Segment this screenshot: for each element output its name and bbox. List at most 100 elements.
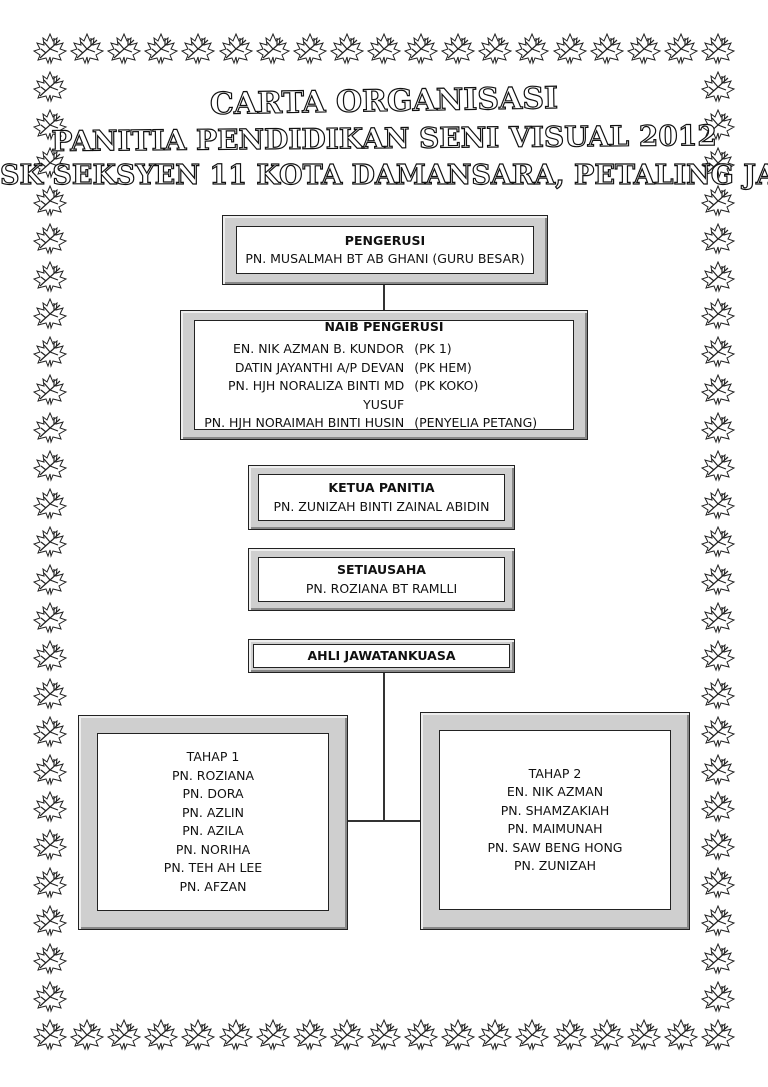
ketua-panitia-name: PN. ZUNIZAH BINTI ZAINAL ABIDIN	[273, 498, 490, 514]
tahap-1-member: PN. NORIHA	[175, 841, 251, 857]
tahap-1-member: PN. ROZIANA	[171, 767, 255, 783]
maple-leaf-icon	[106, 32, 142, 66]
maple-leaf-icon	[700, 753, 736, 787]
ahli-jawatankuasa-heading: AHLI JAWATANKUASA	[307, 647, 456, 663]
maple-leaf-icon	[700, 373, 736, 407]
tahap-2-member: PN. ZUNIZAH	[513, 858, 597, 873]
maple-leaf-icon	[69, 32, 105, 66]
tahap-2-member: PN. MAIMUNAH	[507, 821, 603, 836]
maple-leaf-icon	[32, 639, 68, 673]
maple-leaf-icon	[218, 32, 254, 66]
maple-leaf-icon	[32, 449, 68, 483]
maple-leaf-icon	[366, 32, 402, 66]
title-line-2: PANITIA PENDIDIKAN SENI VISUAL 2012	[50, 118, 717, 158]
maple-leaf-icon	[32, 1018, 68, 1052]
maple-leaf-icon	[366, 1018, 402, 1052]
maple-leaf-icon	[32, 980, 68, 1014]
maple-leaf-icon	[700, 32, 736, 66]
ketua-panitia-heading: KETUA PANITIA	[328, 480, 435, 495]
maple-leaf-icon	[700, 639, 736, 673]
maple-leaf-icon	[552, 32, 588, 66]
tahap-1-member: PN. TEH AH LEE	[163, 860, 263, 875]
maple-leaf-icon	[700, 108, 736, 142]
maple-leaf-icon	[700, 904, 736, 938]
maple-leaf-icon	[589, 1018, 625, 1052]
maple-leaf-icon	[700, 70, 736, 104]
tahap-2-member: PN. SAW BENG HONG	[487, 839, 623, 855]
naib-pengerusi-content: NAIB PENGERUSI EN. NIK AZMAN B. KUNDOR(P…	[194, 319, 574, 433]
naib-member: DATIN JAYANTHI A/P DEVAN (PK HEM)	[195, 359, 573, 378]
maple-leaf-icon	[700, 449, 736, 483]
maple-leaf-icon	[700, 146, 736, 180]
setiausaha-content: SETIAUSAHA PN. ROZIANA BT RAMLLI	[258, 557, 505, 602]
title-line-1: CARTA ORGANISASI	[209, 80, 559, 123]
maple-leaf-icon	[292, 32, 328, 66]
tahap-1-member: PN. DORA	[182, 786, 244, 801]
maple-leaf-icon	[700, 601, 736, 635]
tahap-1-member: PN. AFZAN	[179, 878, 247, 894]
maple-leaf-icon	[700, 942, 736, 976]
naib-member: PN. HJH NORAIMAH BINTI HUSIN(PENYELIA PE…	[195, 414, 573, 433]
maple-leaf-icon	[32, 297, 68, 331]
maple-leaf-icon	[32, 32, 68, 66]
maple-leaf-icon	[32, 942, 68, 976]
tahap-1-content: TAHAP 1 PN. ROZIANA PN. DORA PN. AZLIN P…	[97, 733, 329, 911]
connector-line	[383, 285, 385, 310]
maple-leaf-icon	[477, 1018, 513, 1052]
maple-leaf-icon	[589, 32, 625, 66]
maple-leaf-icon	[32, 525, 68, 559]
maple-leaf-icon	[403, 32, 439, 66]
tahap-2-member: EN. NIK AZMAN	[506, 784, 604, 799]
maple-leaf-icon	[32, 222, 68, 256]
maple-leaf-icon	[700, 525, 736, 559]
maple-leaf-icon	[626, 32, 662, 66]
member-name: DATIN JAYANTHI A/P DEVAN	[234, 359, 405, 375]
tahap-1-member: PN. AZILA	[182, 823, 244, 838]
member-name: PN. HJH NORALIZA BINTI MD YUSUF	[227, 378, 405, 412]
maple-leaf-icon	[32, 866, 68, 900]
naib-member: EN. NIK AZMAN B. KUNDOR(PK 1)	[195, 340, 573, 359]
naib-member: PN. HJH NORALIZA BINTI MD YUSUF (PK KOKO)	[195, 377, 573, 414]
pengerusi-heading: PENGERUSI	[344, 232, 426, 248]
maple-leaf-icon	[292, 1018, 328, 1052]
maple-leaf-icon	[32, 260, 68, 294]
maple-leaf-icon	[32, 828, 68, 862]
maple-leaf-icon	[514, 1018, 550, 1052]
maple-leaf-icon	[700, 260, 736, 294]
maple-leaf-icon	[255, 32, 291, 66]
tahap-1-member: PN. AZLIN	[182, 804, 244, 820]
maple-leaf-icon	[700, 677, 736, 711]
maple-leaf-icon	[32, 904, 68, 938]
maple-leaf-icon	[32, 184, 68, 218]
maple-leaf-icon	[626, 1018, 662, 1052]
maple-leaf-icon	[69, 1018, 105, 1052]
tahap-2-member: PN. SHAMZAKIAH	[500, 802, 610, 818]
maple-leaf-icon	[32, 108, 68, 142]
title-line-3: SK SEKSYEN 11 KOTA DAMANSARA, PETALING J…	[0, 159, 768, 191]
maple-leaf-icon	[700, 980, 736, 1014]
maple-leaf-icon	[514, 32, 550, 66]
ahli-jawatankuasa-content: AHLI JAWATANKUASA	[253, 644, 510, 668]
maple-leaf-icon	[552, 1018, 588, 1052]
tahap-1-heading: TAHAP 1	[186, 749, 240, 764]
maple-leaf-icon	[143, 1018, 179, 1052]
setiausaha-heading: SETIAUSAHA	[337, 562, 426, 577]
maple-leaf-icon	[32, 335, 68, 369]
member-role: (PK HEM)	[414, 359, 472, 375]
maple-leaf-icon	[255, 1018, 291, 1052]
setiausaha-name: PN. ROZIANA BT RAMLLI	[305, 580, 458, 596]
maple-leaf-icon	[32, 753, 68, 787]
maple-leaf-icon	[106, 1018, 142, 1052]
maple-leaf-icon	[700, 184, 736, 218]
maple-leaf-icon	[663, 32, 699, 66]
maple-leaf-icon	[700, 411, 736, 445]
maple-leaf-icon	[477, 32, 513, 66]
maple-leaf-icon	[143, 32, 179, 66]
member-name: PN. HJH NORAIMAH BINTI HUSIN	[204, 415, 405, 430]
member-role: (PK KOKO)	[414, 378, 479, 393]
maple-leaf-icon	[329, 1018, 365, 1052]
maple-leaf-icon	[403, 1018, 439, 1052]
maple-leaf-icon	[700, 335, 736, 369]
maple-leaf-icon	[180, 32, 216, 66]
